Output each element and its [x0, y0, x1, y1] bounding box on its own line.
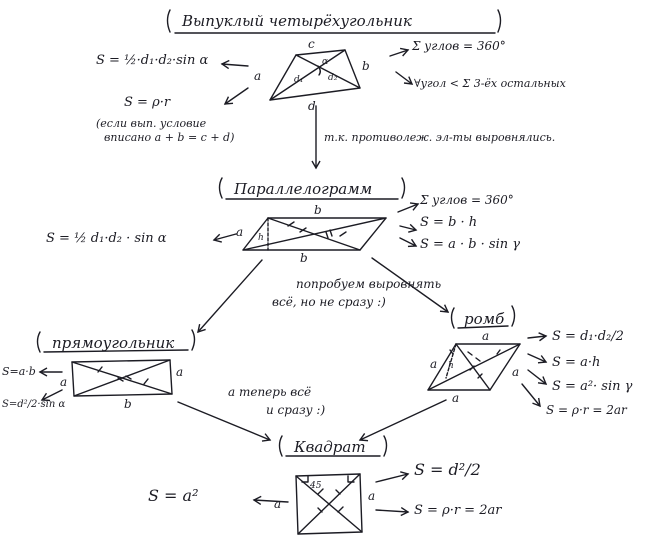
arrow-right-icon [395, 71, 414, 85]
parallelogram-h: h [258, 233, 264, 243]
arrow-right-icon [389, 47, 410, 57]
rhombus-title: ромб [464, 310, 505, 328]
rhombus-side-a-bottom: a [452, 391, 460, 405]
parallelogram-figure [242, 217, 387, 251]
transition-1: т.к. противолеж. эл-ты выровнялись. [324, 131, 556, 144]
parallelogram-area-diag: S = ½ d₁·d₂ · sin α [46, 231, 167, 246]
rhombus-area-r: S = ρ·r = 2ar [546, 403, 627, 417]
square-title: Квадрат [294, 438, 366, 456]
parallelogram-area-h: S = b · h [420, 215, 478, 230]
convex-d1: d₁ [294, 75, 304, 85]
transition-3b: и сразу :) [266, 403, 326, 417]
parallelogram-side-b-top: b [314, 203, 322, 217]
convex-quadrilateral-figure [269, 49, 361, 101]
arrow-right-icon [527, 332, 548, 342]
transition-2: попробуем выровнять [296, 277, 442, 291]
parallelogram-title: Параллелограмм [234, 180, 373, 198]
parallelogram-angle-sum: Σ углов = 360° [420, 193, 514, 207]
rectangle-area-ab: S=a·b [2, 365, 36, 378]
rectangle-title-frame [36, 329, 196, 353]
rhombus-area-sin: S = a²· sin γ [552, 379, 633, 394]
convex-side-d: d [308, 99, 316, 113]
square-angle-45: 45 [310, 481, 322, 491]
convex-side-a: a [254, 69, 262, 83]
convex-alpha: α [322, 57, 329, 67]
arrow-right-icon [177, 401, 272, 442]
parallelogram-title-frame [218, 177, 406, 200]
arrow-right-icon [375, 506, 410, 517]
parallelogram-side-b-bottom: b [300, 251, 308, 265]
parallelogram-area-sin: S = a · b · sin γ [420, 237, 521, 252]
square-area-diag: S = d²/2 [414, 460, 481, 479]
convex-side-b: b [362, 59, 370, 73]
rectangle-side-a-left: a [60, 375, 68, 389]
square-figure [295, 473, 363, 535]
transition-3: а теперь всё [228, 385, 312, 399]
arrow-down-icon [197, 259, 263, 334]
convex-side-c: c [308, 37, 315, 51]
rhombus-side-a-right: a [512, 365, 520, 379]
arrow-left-icon [40, 389, 63, 402]
convex-condition-2: вписано a + b = c + d) [104, 131, 235, 144]
convex-angle-sum: Σ углов = 360° [412, 39, 506, 53]
convex-angle-inequality: ∀угол < Σ 3-ёх остальных [414, 77, 566, 90]
rhombus-area-h: S = a·h [552, 355, 601, 370]
rhombus-figure [427, 343, 521, 391]
rhombus-area-diag: S = d₁·d₂/2 [552, 329, 624, 344]
rhombus-title-frame [450, 305, 516, 329]
arrow-right-icon [375, 471, 410, 483]
convex-title-frame [166, 9, 502, 34]
rectangle-title: прямоугольник [52, 334, 175, 352]
square-area-r: S = ρ·r = 2ar [414, 503, 502, 518]
arrow-left-icon [358, 399, 447, 442]
rectangle-side-a-right: a [176, 365, 184, 379]
arrow-right-icon [399, 223, 418, 233]
rectangle-side-b: b [124, 397, 132, 411]
arrow-left-icon [252, 495, 289, 505]
convex-area-inscribed: S = ρ·r [124, 95, 171, 110]
arrow-right-icon [527, 353, 548, 364]
square-area-a2: S = a² [148, 486, 199, 505]
parallelogram-side-a: a [236, 225, 244, 239]
convex-area-diag: S = ½·d₁·d₂·sin α [96, 53, 209, 68]
rectangle-area-diag: S=d²/2·sin α [2, 399, 66, 410]
rhombus-side-a-left: a [430, 357, 438, 371]
arrow-left-icon [223, 87, 249, 105]
arrow-right-icon [521, 383, 541, 408]
rhombus-side-a-top: a [482, 329, 490, 343]
arrow-left-icon [212, 233, 237, 243]
rectangle-figure [71, 359, 173, 397]
square-side-a-left: a [274, 497, 282, 511]
convex-title: Выпуклый четырёхугольник [182, 12, 412, 30]
arrow-right-icon [397, 202, 420, 213]
arrow-right-icon [399, 237, 418, 248]
rhombus-h: h [448, 361, 454, 371]
transition-2b: всё, но не сразу :) [272, 295, 386, 309]
square-side-a-right: a [368, 489, 376, 503]
arrow-right-icon [527, 369, 548, 385]
arrow-down-icon [371, 257, 450, 313]
square-title-frame [278, 435, 388, 457]
convex-condition: (если вып. условие [96, 117, 207, 130]
convex-d2: d₂ [328, 73, 338, 83]
arrow-left-icon [220, 59, 249, 70]
